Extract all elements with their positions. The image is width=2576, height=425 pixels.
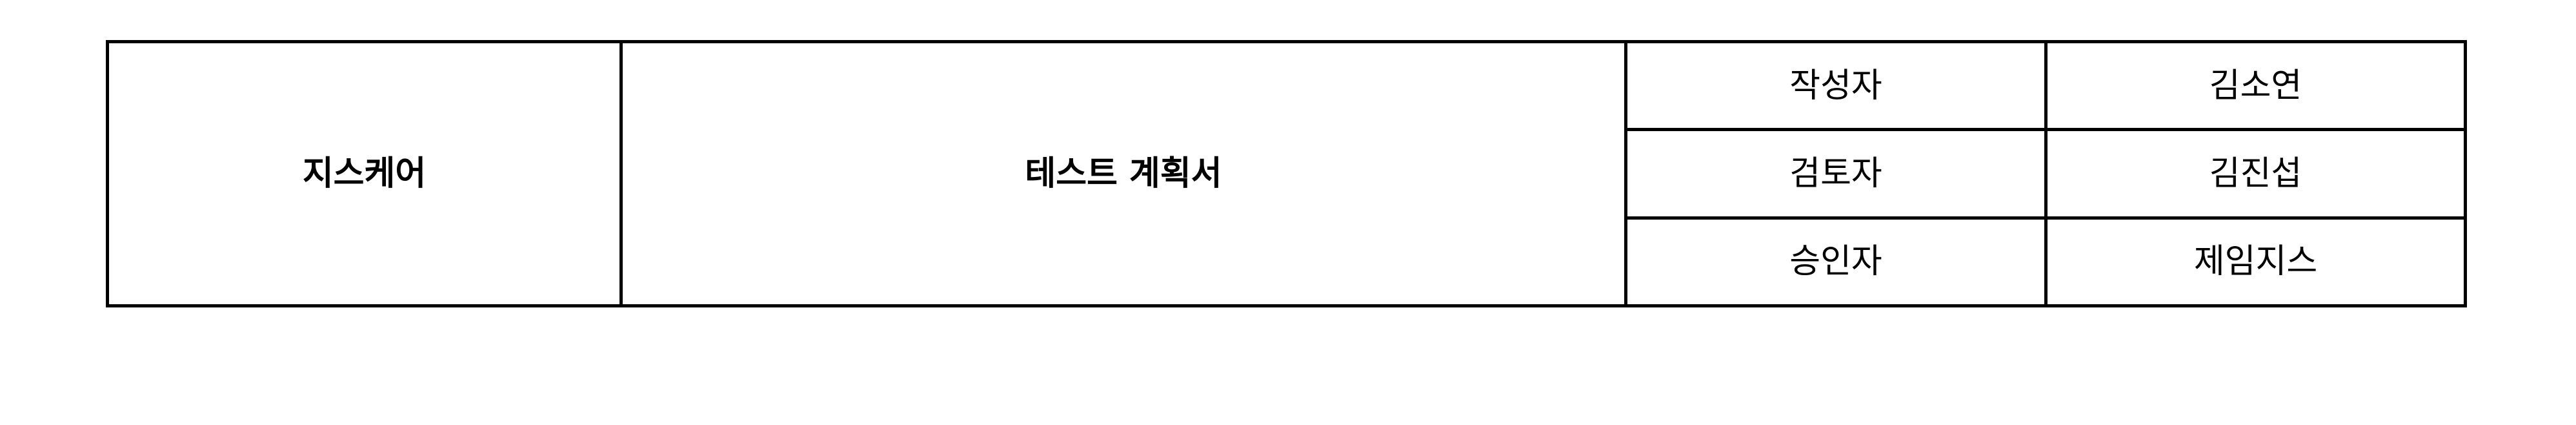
approval-name-reviewer: 김진섭 — [2044, 128, 2467, 220]
document-title: 테스트 계획서 — [619, 40, 1627, 307]
approval-role-approver: 승인자 — [1624, 216, 2048, 308]
approval-row-approver: 승인자 제임지스 — [108, 216, 2467, 308]
approval-row-author: 지스케어 테스트 계획서 작성자 김소연 — [106, 39, 2467, 307]
approval-name-author: 김소연 — [2044, 39, 2467, 132]
approval-row-reviewer: 검토자 김진섭 — [108, 128, 2467, 220]
approval-name-approver: 제임지스 — [2044, 216, 2467, 308]
approval-role-reviewer: 검토자 — [1624, 128, 2048, 220]
approval-role-author: 작성자 — [1624, 39, 2048, 132]
company-name: 지스케어 — [106, 40, 623, 307]
document-header-table: 지스케어 테스트 계획서 작성자 김소연 검토자 김진섭 승인자 제임지스 — [106, 39, 2467, 308]
